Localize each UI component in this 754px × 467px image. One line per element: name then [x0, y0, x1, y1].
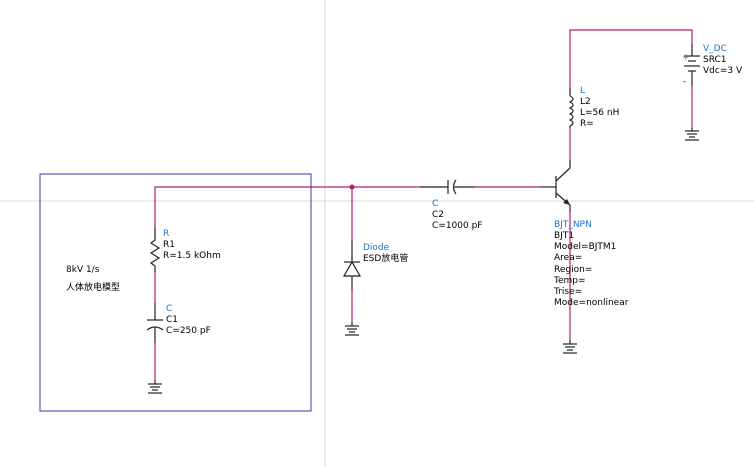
- supply-top-wire: [569, 29, 693, 88]
- bjt-temp-label: Temp=: [553, 276, 586, 286]
- bjt-name-label: BJT1: [554, 231, 574, 241]
- inductor-l2[interactable]: [568, 88, 574, 128]
- dc-source-src1[interactable]: + -: [682, 44, 700, 87]
- src1-type-label: V_DC: [703, 44, 727, 54]
- top-left-wire: [154, 186, 420, 228]
- ground-symbol-bjt: [563, 340, 577, 354]
- c1-type-label: C: [166, 304, 172, 314]
- c1-name-label: C1: [166, 315, 178, 325]
- capacitor-c2[interactable]: [420, 179, 475, 195]
- diode-type-label: Diode: [363, 243, 390, 253]
- c2-type-label: C: [432, 199, 438, 209]
- bjt-trise-label: Trise=: [553, 287, 582, 297]
- junction-dot: [349, 184, 355, 190]
- esd-model-box: [39, 173, 312, 412]
- r1-type-label: R: [163, 229, 169, 239]
- diode-esd[interactable]: [342, 240, 362, 290]
- l2-type-label: L: [580, 86, 585, 96]
- l2-value-label: L=56 nH: [580, 108, 619, 118]
- bjt-model-label: Model=BJTM1: [554, 242, 616, 252]
- c2-name-label: C2: [432, 210, 444, 220]
- bjt-npn[interactable]: [540, 160, 571, 212]
- ground-symbol-diode: [345, 322, 359, 336]
- ground-symbol-source: [685, 128, 699, 141]
- esd-model-rate: 8kV 1/s: [66, 265, 100, 275]
- src1-name-label: SRC1: [703, 55, 727, 65]
- c1-value-label: C=250 pF: [166, 326, 211, 336]
- src1-value-label: Vdc=3 V: [703, 66, 743, 76]
- c2-value-label: C=1000 pF: [432, 221, 482, 231]
- r1-name-label: R1: [163, 240, 175, 250]
- r1-value-label: R=1.5 kOhm: [163, 251, 221, 261]
- bjt-region-label: Region=: [554, 265, 592, 275]
- resistor-r1[interactable]: [149, 228, 161, 272]
- source-minus-sign: -: [683, 77, 686, 87]
- bjt-type-label: BJT_NPN: [554, 220, 592, 230]
- capacitor-c1[interactable]: [146, 303, 164, 343]
- ground-symbol-c1: [148, 380, 162, 394]
- bjt-mode-label: Mode=nonlinear: [554, 298, 629, 308]
- l2-r-label: R=: [580, 119, 594, 129]
- l2-name-label: L2: [580, 97, 591, 107]
- source-plus-sign: +: [682, 53, 690, 63]
- bjt-area-label: Area=: [554, 253, 582, 263]
- esd-model-desc: 人体放电模型: [66, 281, 120, 293]
- diode-name-label: ESD放电管: [363, 252, 408, 264]
